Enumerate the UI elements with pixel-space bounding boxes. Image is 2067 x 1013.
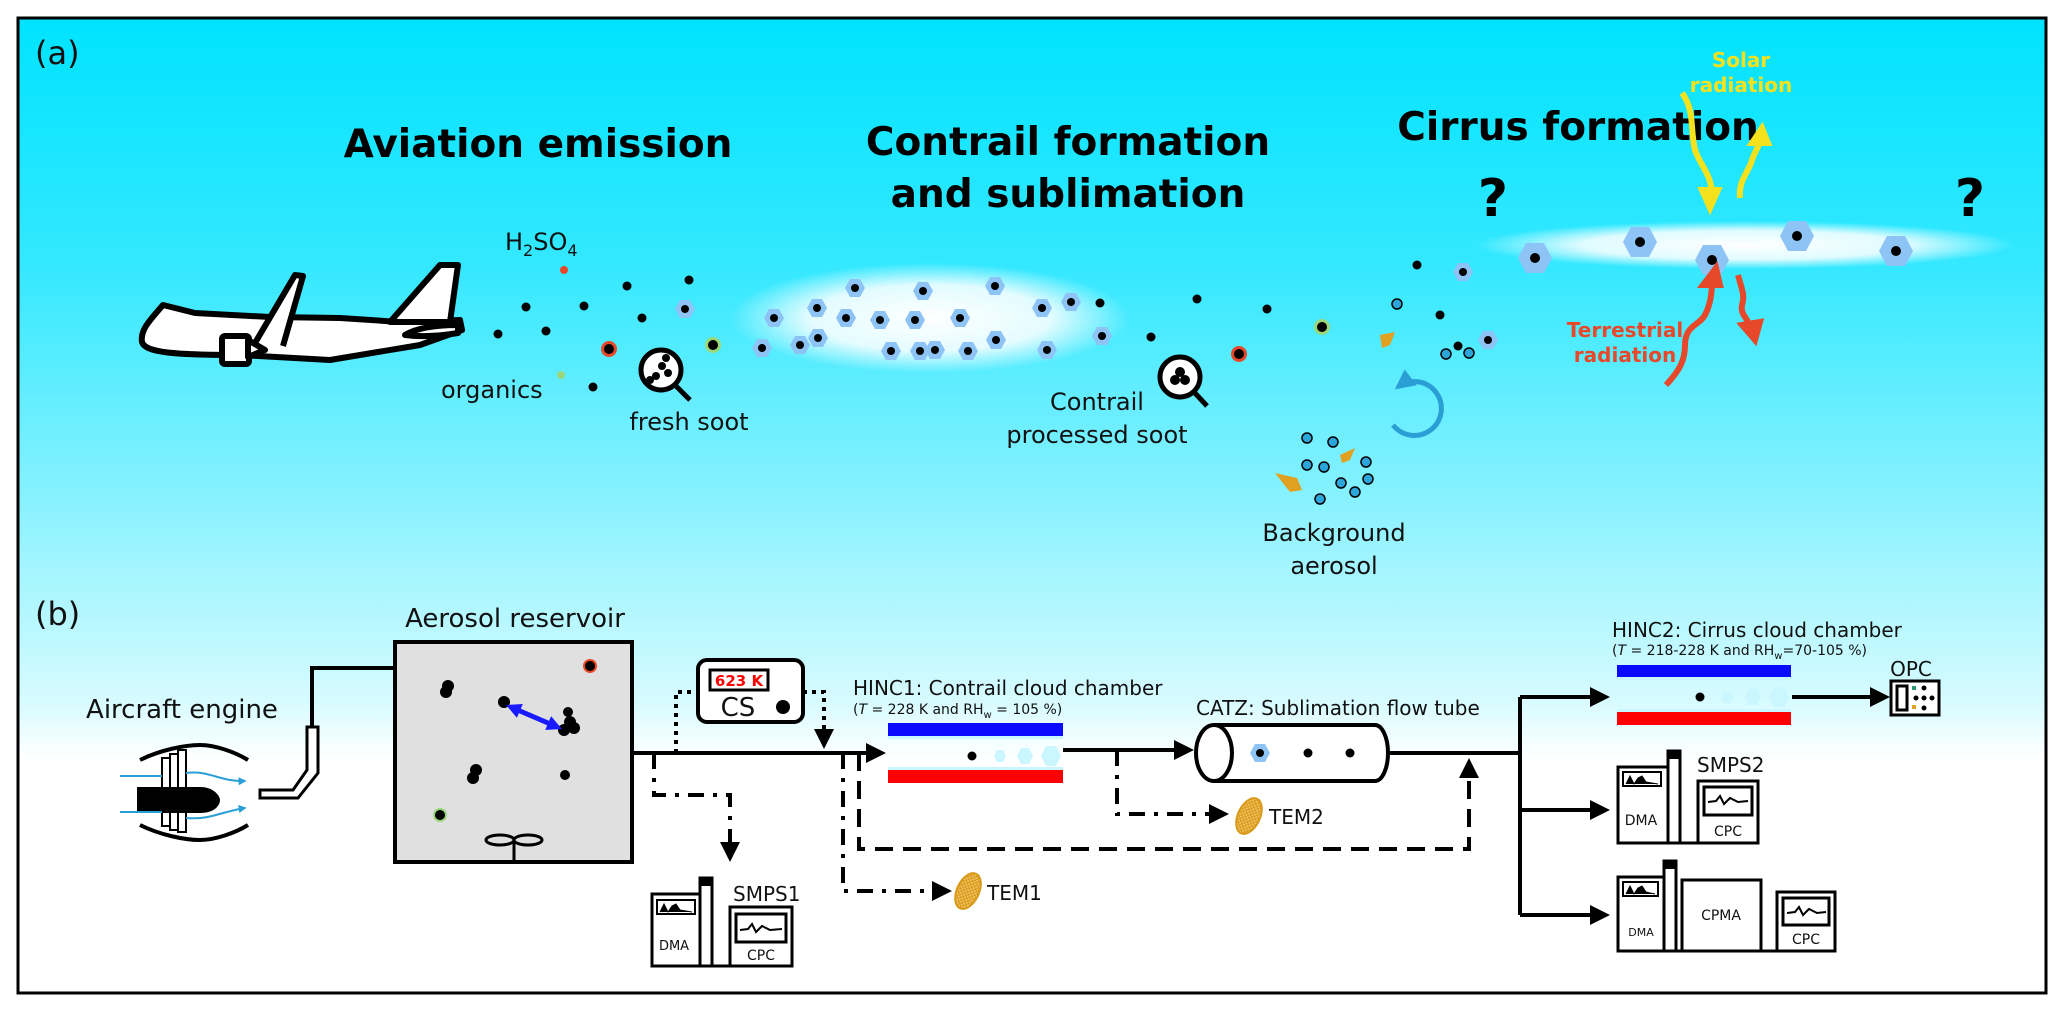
tem1-sample-line [841,753,952,901]
processed-soot-magnifier-icon [1157,354,1209,408]
processed-soot-label-line1: Contrail [1050,388,1144,416]
cirrus-cloud [1475,221,2015,269]
smps1-instrument: DMA CPC [650,876,794,968]
panel-b-label: (b) [35,595,80,633]
cs-indicator [776,700,790,714]
aerosol-reservoir-label: Aerosol reservoir [405,604,625,634]
terrestrial-radiation-arrows-icon [1663,261,1765,388]
hinc1-title: HINC1: Contrail cloud chamber [853,676,1163,700]
background-aerosol-particles [1275,432,1374,505]
cs-label: CS [721,693,756,723]
reservoir-particles [433,659,597,822]
terrestrial-radiation-label-line2: radiation [1574,343,1676,367]
heading-contrail-line1: Contrail formation [866,120,1270,165]
hinc1-conditions: (T = 228 K and RHw = 105 %) [853,702,1062,721]
h2so4-particle [560,266,568,274]
hinc2-title: HINC2: Cirrus cloud chamber [1612,618,1903,642]
aircraft-engine-icon [120,742,248,843]
solar-radiation-arrows-icon [1679,91,1773,216]
tem2-sample-line [1115,750,1229,824]
hinc-bypass-line [857,753,1479,851]
smps1-dma-label: DMA [659,939,689,954]
tem2-label: TEM2 [1268,805,1324,829]
smps1-sample-line [652,753,740,862]
sublimation-particles [1146,260,1498,362]
smps1-cpc-label: CPC [747,948,775,964]
panel-a-label: (a) [35,34,80,72]
heading-cirrus-formation: Cirrus formation [1397,105,1759,150]
recirculation-arrow-icon [1391,369,1444,438]
processed-soot-label-line2: processed soot [1006,421,1187,449]
background-aerosol-label-line2: aerosol [1290,552,1377,580]
airplane-icon [138,262,465,367]
background-aerosol-label-line1: Background [1262,519,1405,547]
cpma-label: CPMA [1701,908,1741,924]
tem2-grid-icon [1235,797,1263,835]
cs-temperature: 623 K [715,672,765,690]
solar-radiation-label-line1: Solar [1712,48,1770,72]
solar-radiation-label-line2: radiation [1690,73,1792,97]
heading-contrail-line2: and sublimation [891,172,1246,217]
cs-bypass-out [803,690,834,749]
aircraft-engine-label: Aircraft engine [86,695,278,725]
fresh-soot-magnifier-icon [638,347,692,402]
heading-aviation-emission: Aviation emission [344,122,733,167]
panel-b: (b) Aircraft engine Aerosol reservoir [35,595,1941,968]
aerosol-reservoir [393,640,634,864]
hinc1-chamber [888,723,1063,783]
tem1-grid-icon [954,872,982,910]
opc-label: OPC [1890,657,1932,681]
smps2-label: SMPS2 [1697,753,1764,777]
cpma-setup-instrument: DMA CPMA CPC [1616,859,1837,953]
mixing-fan-icon [484,833,544,862]
smps2-dma-label: DMA [1625,813,1658,829]
question-mark-right: ? [1955,169,1985,229]
catz-flow-tube [1194,723,1390,783]
smps1-label: SMPS1 [733,882,800,906]
cpma-setup-dma-label: DMA [1628,926,1654,939]
contrail-cloud [730,263,1130,373]
cs-bypass-in [674,690,698,753]
emission-particles [493,275,721,392]
sampling-probe-icon [258,666,393,800]
cs-temperature-display [708,668,770,692]
coagulation-arrow-icon [506,704,562,730]
organics-label: organics [441,376,543,404]
tem1-label: TEM1 [986,881,1042,905]
smps2-cpc-label: CPC [1714,824,1742,840]
smps2-instrument: DMA CPC [1616,749,1760,845]
catz-title: CATZ: Sublimation flow tube [1196,696,1480,720]
h2so4-label: H2SO4 [505,228,578,260]
panel-a: (a) Aviation emission Contrail formation… [35,34,2015,580]
hinc2-conditions: (T = 218-228 K and RHw=70-105 %) [1612,643,1867,662]
opc-instrument [1889,679,1941,717]
fresh-soot-label: fresh soot [629,408,748,436]
terrestrial-radiation-label-line1: Terrestrial [1567,318,1683,342]
cpma-setup-cpc-label: CPC [1792,932,1820,948]
question-mark-left: ? [1478,169,1508,229]
hinc2-chamber [1617,665,1791,725]
